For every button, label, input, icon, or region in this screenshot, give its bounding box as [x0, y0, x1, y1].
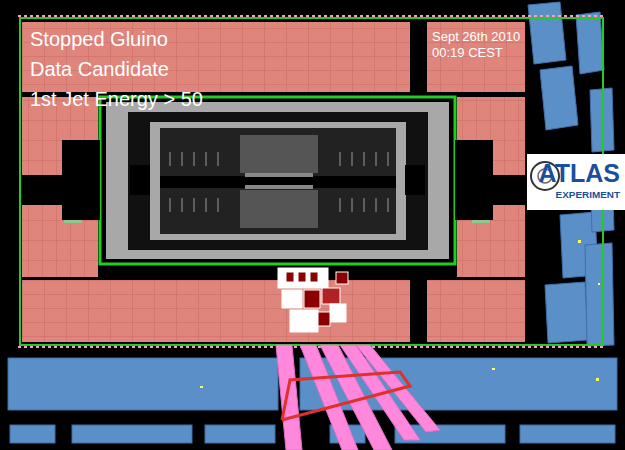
- title-line: Data Candidate: [30, 58, 169, 80]
- title-line: Stopped Gluino: [30, 28, 168, 50]
- date-stamp: Sept 26th 2010: [432, 30, 520, 44]
- logo-word: ATLAS: [539, 160, 620, 188]
- time-stamp: 00:19 CEST: [432, 46, 503, 60]
- title-line: 1st Jet Energy > 50: [30, 88, 203, 110]
- logo-subword: EXPERIMENT: [556, 190, 620, 201]
- logo-panel: [527, 154, 625, 210]
